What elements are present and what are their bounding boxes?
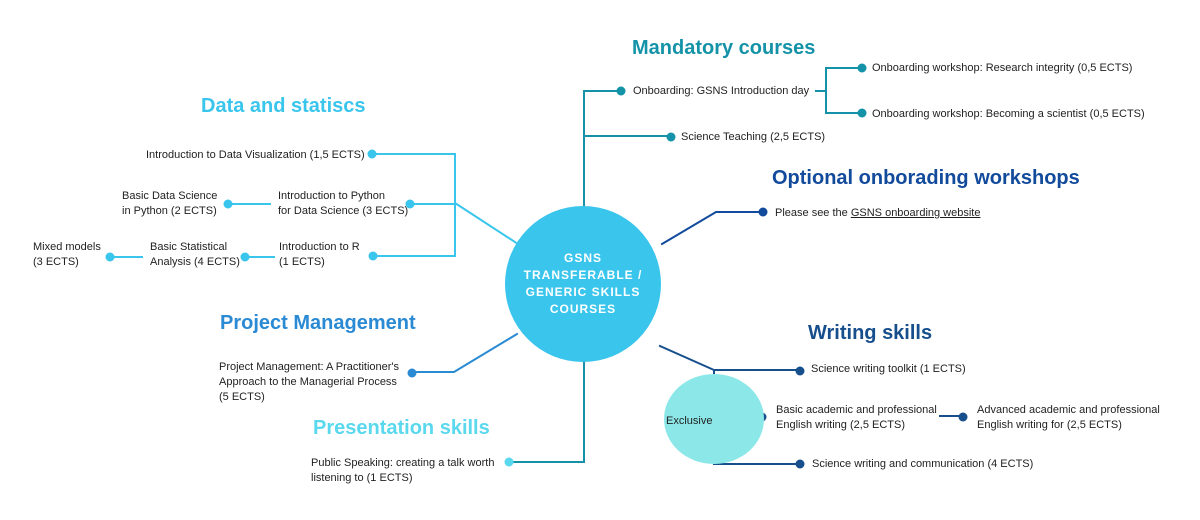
- course-mixed-models: Mixed models (3 ECTS): [33, 241, 101, 268]
- node-advanced-english-dot: [958, 412, 968, 422]
- course-becoming-scientist: Onboarding workshop: Becoming a scientis…: [872, 108, 1145, 120]
- optional-onboarding-note: Please see the GSNS onboarding website: [775, 207, 981, 219]
- heading-project-management: Project Management: [220, 312, 416, 334]
- node-basic-ds-dot: [223, 199, 233, 209]
- connector-project: [411, 332, 519, 373]
- course-onboarding-intro-day: Onboarding: GSNS Introduction day: [633, 85, 810, 97]
- connector-data-trunk: [371, 153, 520, 257]
- course-science-writing-toolkit: Science writing toolkit (1 ECTS): [811, 363, 966, 375]
- course-intro-python: Introduction to Python for Data Science …: [278, 190, 409, 217]
- course-basic-data-science: Basic Data Science in Python (2 ECTS): [122, 190, 218, 217]
- heading-writing-skills: Writing skills: [808, 322, 933, 344]
- course-basic-english-writing: Basic academic and professional English …: [776, 404, 937, 431]
- course-data-visualization: Introduction to Data Visualization (1,5 …: [146, 149, 365, 161]
- course-advanced-english-writing: Advanced academic and professional Engli…: [977, 404, 1160, 431]
- node-becoming-scientist-dot: [857, 108, 867, 118]
- heading-optional-workshops: Optional onborading workshops: [772, 167, 1080, 189]
- node-writing-communication-dot: [795, 459, 805, 469]
- connector-presentation: [509, 361, 585, 463]
- node-optional-dot: [758, 207, 768, 217]
- connector-optional: [660, 211, 763, 246]
- node-data-vis-dot: [367, 149, 377, 159]
- node-intro-python-dot: [405, 199, 415, 209]
- course-science-writing-communication: Science writing and communication (4 ECT…: [812, 458, 1034, 470]
- heading-presentation-skills: Presentation skills: [313, 417, 490, 439]
- course-research-integrity: Onboarding workshop: Research integrity …: [872, 62, 1133, 74]
- course-public-speaking: Public Speaking: creating a talk worth l…: [311, 457, 495, 484]
- connector-mandatory-workshops: [815, 67, 863, 114]
- node-mixed-models-dot: [105, 252, 115, 262]
- heading-data-statistics: Data and statiscs: [201, 95, 366, 117]
- node-research-integrity-dot: [857, 63, 867, 73]
- course-basic-statistical-analysis: Basic Statistical Analysis (4 ECTS): [150, 241, 240, 268]
- hub-title: GSNS TRANSFERABLE / GENERIC SKILLS COURS…: [523, 251, 643, 316]
- node-onboarding-dot: [616, 86, 626, 96]
- node-public-speaking-dot: [504, 457, 514, 467]
- exclusive-label: Exclusive: [666, 415, 713, 427]
- heading-mandatory-courses: Mandatory courses: [632, 37, 816, 59]
- node-science-teaching-dot: [666, 132, 676, 142]
- course-project-management: Project Management: A Practitioner's App…: [219, 361, 400, 403]
- gsns-onboarding-website-link[interactable]: GSNS onboarding website: [850, 207, 981, 219]
- course-science-teaching: Science Teaching (2,5 ECTS): [681, 131, 826, 143]
- connector-mandatory-onboarding: [583, 90, 621, 207]
- node-intro-r-dot: [368, 251, 378, 261]
- node-basic-stats-dot: [240, 252, 250, 262]
- exclusive-bubble: [664, 374, 764, 464]
- node-writing-toolkit-dot: [795, 366, 805, 376]
- central-hub: GSNS TRANSFERABLE / GENERIC SKILLS COURS…: [505, 206, 661, 362]
- node-project-dot: [407, 368, 417, 378]
- course-intro-r: Introduction to R (1 ECTS): [279, 241, 360, 268]
